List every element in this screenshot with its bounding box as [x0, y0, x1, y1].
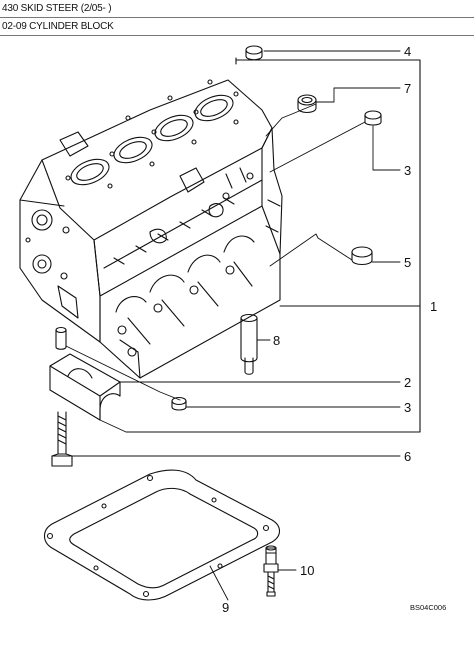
oil-pan-gasket	[43, 469, 281, 601]
plug-5	[351, 246, 373, 266]
callout-8: 8	[273, 333, 280, 348]
callout-4: 4	[404, 44, 411, 59]
callout-3-lower: 3	[404, 400, 411, 415]
model-title: 430 SKID STEER (2/05- )	[2, 3, 112, 14]
callout-3-upper: 3	[404, 163, 411, 178]
exploded-parts-diagram: 4 7 3 5 1 8 2 3 6 10 9 BS04C006	[19, 44, 446, 615]
callout-2: 2	[404, 375, 411, 390]
leader-lines	[65, 50, 421, 601]
header-model-row: 430 SKID STEER (2/05- )	[0, 0, 474, 18]
callout-6: 6	[404, 449, 411, 464]
figure-code: BS04C006	[410, 603, 446, 612]
callout-7: 7	[404, 81, 411, 96]
expansion-plug-top	[245, 45, 263, 61]
callout-1: 1	[430, 299, 437, 314]
plug-3-upper	[364, 110, 382, 126]
callout-10: 10	[300, 563, 314, 578]
callout-numbers: 4 7 3 5 1 8 2 3 6 10 9 BS04C006	[222, 44, 446, 615]
bolt-6	[51, 411, 73, 467]
guide-tube-8	[240, 313, 258, 375]
cylinder-block	[19, 79, 283, 379]
callout-5: 5	[404, 255, 411, 270]
section-title: 02-09 CYLINDER BLOCK	[2, 21, 114, 32]
dowel-pin	[55, 326, 67, 350]
group-bracket	[235, 57, 421, 433]
plug-7	[297, 94, 317, 114]
bearing-cap	[49, 353, 121, 421]
callout-9: 9	[222, 600, 229, 615]
bolt-10	[263, 545, 279, 597]
header-section-row: 02-09 CYLINDER BLOCK	[0, 18, 474, 36]
